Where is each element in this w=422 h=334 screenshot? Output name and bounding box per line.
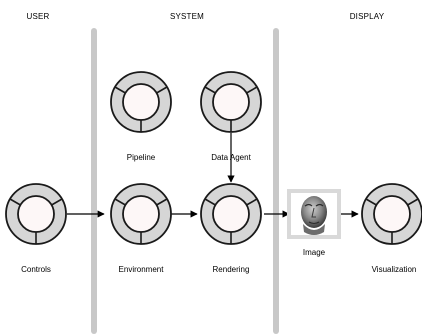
node-label-controls: Controls <box>21 265 51 274</box>
lane-title-display: DISPLAY <box>350 12 385 21</box>
node-image <box>287 189 341 239</box>
face-render-icon <box>301 196 327 235</box>
ring-spoke-2 <box>204 86 216 94</box>
ring-spoke-1 <box>51 198 63 206</box>
ring-spoke-2 <box>9 198 21 206</box>
node-label-visualization: Visualization <box>372 265 417 274</box>
ring-inner <box>17 195 55 233</box>
node-environment <box>110 183 172 245</box>
ring-spoke-1 <box>407 198 419 206</box>
ring-spoke-2 <box>114 198 126 206</box>
lane-divider-user-system <box>91 28 97 334</box>
lane-title-user: USER <box>26 12 49 21</box>
lane-title-system: SYSTEM <box>170 12 204 21</box>
node-rendering <box>200 183 262 245</box>
node-label-rendering: Rendering <box>213 265 250 274</box>
ring-spoke-1 <box>246 198 258 206</box>
ring-spoke-1 <box>156 198 168 206</box>
node-label-pipeline: Pipeline <box>127 153 156 162</box>
node-data-agent <box>200 71 262 133</box>
ring-inner <box>122 195 160 233</box>
ring-spoke-2 <box>114 86 126 94</box>
node-label-image: Image <box>303 248 326 257</box>
ring-inner <box>122 83 160 121</box>
ring-spoke-1 <box>156 86 168 94</box>
ring-spoke-2 <box>365 198 377 206</box>
node-label-environment: Environment <box>119 265 165 274</box>
node-pipeline <box>110 71 172 133</box>
lane-divider-system-display <box>273 28 279 334</box>
ring-inner <box>373 195 411 233</box>
ring-inner <box>212 195 250 233</box>
node-label-data-agent: Data Agent <box>211 153 251 162</box>
ring-spoke-1 <box>246 86 258 94</box>
ring-inner <box>212 83 250 121</box>
node-visualization <box>361 183 422 245</box>
ring-spoke-2 <box>204 198 216 206</box>
node-controls <box>5 183 67 245</box>
